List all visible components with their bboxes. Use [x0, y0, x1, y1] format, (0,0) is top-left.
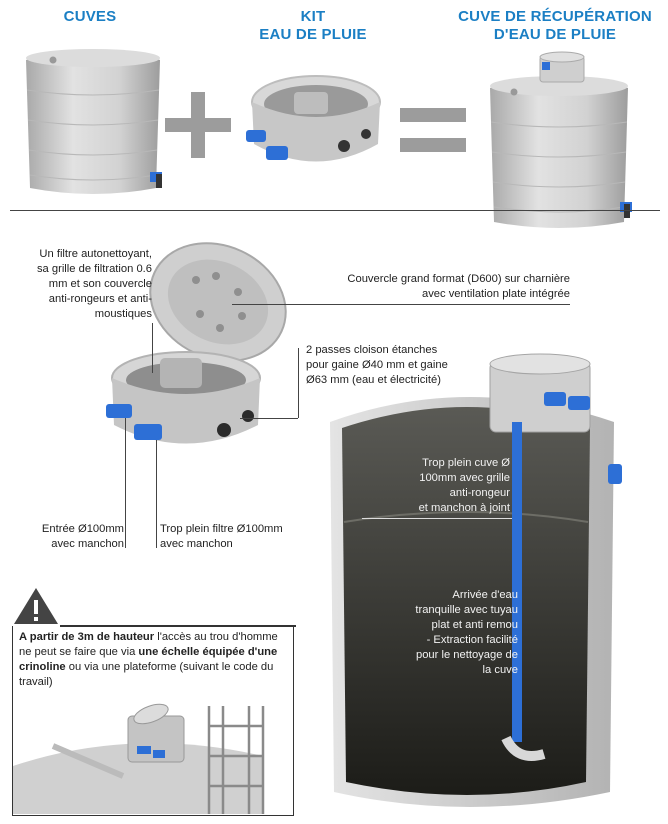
kit-ring-illustration — [246, 75, 381, 162]
overflow-tank-callout: Trop plein cuve Ø 100mm avec grille anti… — [418, 457, 510, 514]
passes-callout: 2 passes cloison étanches pour gaine Ø40… — [306, 344, 448, 386]
plus-operator — [165, 92, 231, 158]
inlet-callout-line — [125, 418, 126, 548]
overflow-filter-callout-line — [156, 440, 157, 548]
warning-text: A partir de 3m de hauteur l'accès au tro… — [19, 631, 278, 688]
inflow-callout: Arrivée d'eau tranquille avec tuyau plat… — [415, 589, 518, 676]
filter-callout-line — [152, 323, 153, 373]
inlet-callout: Entrée Ø100mm avec manchon — [41, 523, 124, 550]
lid-callout-line — [232, 304, 570, 305]
filter-callout: Un filtre autonettoyant, sa grille de fi… — [36, 248, 152, 320]
warning-triangle-icon — [14, 588, 58, 624]
overflow-filter-callout: Trop plein filtre Ø100mm avec manchon — [160, 523, 283, 550]
overflow-tank-callout-line — [362, 518, 512, 519]
rainwater-tank-illustration — [490, 51, 632, 228]
header-result: CUVE DE RÉCUPÉRATION D'EAU DE PLUIE — [458, 8, 652, 43]
equals-operator — [400, 108, 466, 152]
warning-box: A partir de 3m de hauteur l'accès au tro… — [12, 626, 294, 816]
header-cuves: CUVES — [63, 8, 117, 25]
tank-cutaway-illustration — [330, 353, 622, 807]
passes-callout-hline — [240, 418, 298, 419]
lid-callout: Couvercle grand format (D600) sur charni… — [347, 273, 570, 300]
passes-callout-vline — [298, 348, 299, 418]
warning-header-line — [60, 625, 296, 627]
header-kit: KIT EAU DE PLUIE — [259, 8, 367, 43]
ladder-access-illustration — [13, 703, 265, 814]
open-kit-illustration — [106, 242, 287, 444]
plain-tank-illustration — [26, 49, 162, 194]
top-separator-line — [10, 210, 660, 211]
